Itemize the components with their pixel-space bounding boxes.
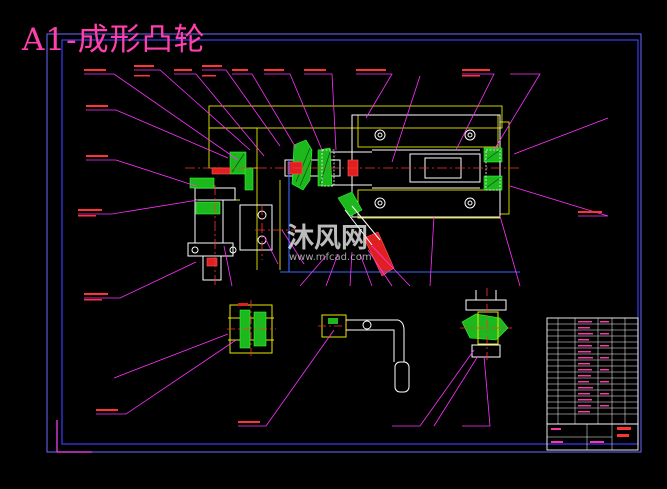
watermark-text: 沐风网 bbox=[287, 223, 368, 254]
watermark-url: www.mfcad.com bbox=[289, 252, 372, 263]
ucs-axis-icon bbox=[56, 420, 92, 453]
part-label-tags bbox=[78, 65, 602, 423]
drawing-title: A1-成形凸轮 bbox=[22, 22, 206, 58]
detail-view-sleeve bbox=[227, 300, 276, 358]
title-block bbox=[546, 317, 639, 451]
outer-sheet-border bbox=[46, 33, 642, 453]
main-assembly-view bbox=[185, 105, 520, 285]
detail-view-crank-handle bbox=[318, 314, 410, 393]
detail-view-cam-bracket bbox=[460, 288, 512, 362]
part-leader-lines bbox=[78, 69, 609, 427]
inner-sheet-border bbox=[61, 39, 639, 445]
